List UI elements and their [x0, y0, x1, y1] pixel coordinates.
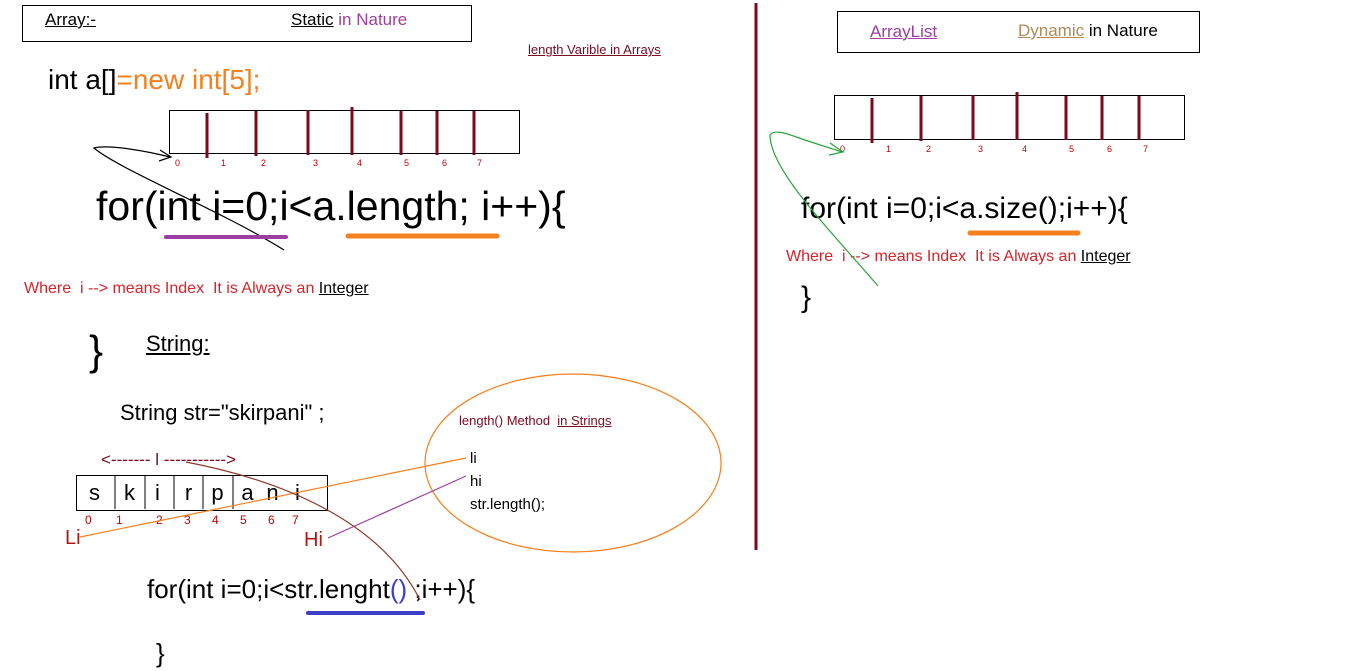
string-index: 3 — [184, 513, 191, 527]
string-char: k — [124, 480, 135, 505]
string-index: 4 — [212, 513, 219, 527]
string-heading: String: — [146, 331, 210, 356]
where-text: Where i --> means Index It is Always an — [786, 248, 1081, 265]
where-text: Where i --> means Index It is Always an — [24, 280, 319, 297]
string-close-brace: } — [156, 638, 165, 668]
array-index: 1 — [221, 158, 227, 168]
li-label: Li — [65, 527, 81, 549]
array-index: 6 — [442, 158, 448, 168]
arraylist-index: 4 — [1022, 144, 1028, 154]
str-for-paren: () — [389, 574, 408, 604]
where-index-note: Where i --> means Index It is Always an … — [24, 281, 369, 297]
string-declaration: String str="skirpani" ; — [120, 400, 325, 425]
string-char: r — [184, 480, 193, 505]
dynamic-word: Dynamic — [1018, 21, 1085, 40]
method-text: length() Method — [459, 413, 558, 428]
string-index: 1 — [116, 513, 123, 527]
arraylist-index: 1 — [886, 144, 892, 154]
arraylist-title: ArrayList — [870, 22, 938, 41]
arraylist-for-loop: for(int i=0;i<a.size();i++){ — [801, 192, 1128, 225]
array-index: 0 — [175, 158, 181, 168]
decl-type: int a[] — [48, 64, 117, 95]
array-box — [169, 110, 520, 154]
static-nature-label: Static in Nature — [291, 11, 407, 28]
length-variable-note: length Varible in Arrays — [528, 42, 661, 57]
string-index: 0 — [85, 513, 92, 527]
arraylist-index: 3 — [978, 144, 984, 154]
string-char: a — [241, 480, 254, 505]
bubble-hi: hi — [470, 473, 482, 490]
integer-word: Integer — [318, 280, 369, 297]
string-char: s — [89, 480, 100, 505]
arraylist-index: 6 — [1107, 144, 1113, 154]
in-strings-link: in Strings — [557, 413, 612, 428]
arraylist-close-brace: } — [801, 281, 812, 314]
static-rest: in Nature — [333, 10, 408, 29]
range-arrow: <------- l -----------> — [101, 450, 236, 469]
array-declaration: int a[]=new int[5]; — [48, 66, 260, 94]
array-title: Array:- — [45, 10, 96, 29]
string-char: p — [211, 480, 224, 505]
arraylist-index: 0 — [840, 144, 846, 154]
array-index: 2 — [261, 158, 267, 168]
string-char: n — [266, 480, 279, 505]
arraylist-header-box — [837, 11, 1200, 53]
bubble-li: li — [470, 450, 477, 467]
bubble-str-length: str.length(); — [470, 496, 546, 513]
string-index: 7 — [292, 513, 299, 527]
arraylist-box — [834, 95, 1185, 140]
arraylist-index: 5 — [1069, 144, 1075, 154]
array-close-brace: } — [89, 327, 104, 374]
dynamic-rest: in Nature — [1084, 21, 1158, 40]
str-for-pre: for(int i=0;i< — [147, 574, 285, 604]
string-index: 2 — [156, 513, 163, 527]
arraylist-index: 2 — [926, 144, 932, 154]
array-index: 5 — [404, 158, 410, 168]
array-index: 7 — [477, 158, 483, 168]
str-for-post: ;i++){ — [407, 574, 476, 604]
hi-connector — [327, 475, 467, 539]
decl-new: =new int[5]; — [116, 64, 261, 95]
string-index: 5 — [240, 513, 247, 527]
str-for-method: str.lenght — [284, 574, 390, 604]
string-char: i — [155, 480, 160, 505]
integer-word: Integer — [1080, 248, 1131, 265]
static-word: Static — [291, 10, 334, 29]
array-header-box — [22, 5, 472, 42]
array-for-loop: for(int i=0;i<a.length; i++){ — [96, 183, 566, 229]
array-index: 3 — [313, 158, 319, 168]
hi-label: Hi — [304, 529, 323, 551]
length-method-note: length() Method in Strings — [459, 414, 611, 427]
array-index: 4 — [357, 158, 363, 168]
arraylist-index: 7 — [1143, 144, 1149, 154]
arraylist-where-note: Where i --> means Index It is Always an … — [786, 249, 1131, 265]
string-char: i — [295, 480, 300, 505]
string-index: 6 — [268, 513, 275, 527]
dynamic-nature-label: Dynamic in Nature — [1018, 22, 1158, 39]
string-for-loop: for(int i=0;i<str.lenght() ;i++){ — [147, 576, 475, 602]
